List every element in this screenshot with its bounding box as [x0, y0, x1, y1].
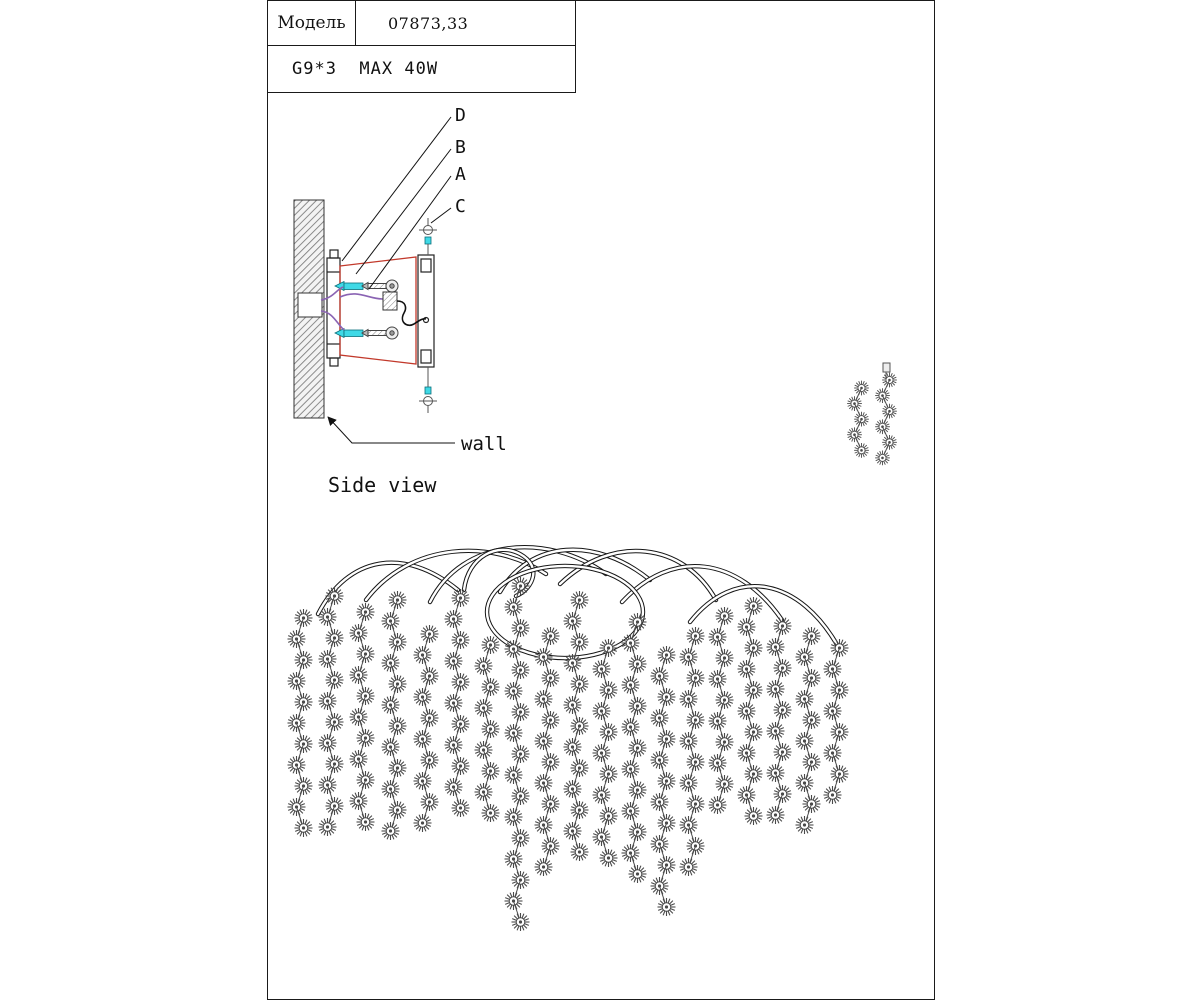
supply-wires — [320, 286, 384, 331]
terminal-block — [382, 291, 398, 311]
spec-table-row-spec: G9*3 MAX 40W — [268, 46, 575, 92]
anchor-screw-body — [343, 282, 364, 290]
leader-line-d — [341, 116, 452, 262]
leader-line-c — [430, 207, 452, 224]
spare-strand-hook — [882, 362, 891, 379]
spec-table: Модель 07873,33 G9*3 MAX 40W — [267, 0, 576, 93]
leader-line-b — [355, 148, 452, 275]
label-a: A — [455, 164, 466, 185]
lamp-canopy — [417, 254, 435, 368]
wall-anchor-screws — [334, 280, 364, 339]
leader-lines — [341, 116, 452, 290]
wire-to-terminal — [339, 293, 384, 300]
label-d: D — [455, 105, 466, 126]
screw-shaft — [367, 330, 387, 336]
screw-head-center — [389, 283, 395, 289]
crystal-strands — [286, 372, 898, 932]
bottom-fastener — [419, 367, 437, 413]
mounting-bracket — [326, 249, 341, 367]
bottom-fastener-bolt — [424, 386, 432, 395]
wall-label: wall — [461, 433, 507, 455]
top-fastener — [419, 218, 437, 255]
chandelier-front-view — [286, 372, 898, 932]
lamp-wire — [396, 300, 427, 327]
label-b: B — [455, 137, 466, 158]
top-fastener-bolt — [424, 236, 432, 245]
leader-line-a — [368, 175, 452, 290]
wire-upper — [320, 286, 344, 301]
model-label: Модель — [268, 1, 356, 45]
spec-table-row-model: Модель 07873,33 — [268, 1, 575, 46]
screw-head-center — [389, 330, 395, 336]
side-view-caption: Side view — [328, 473, 437, 497]
wall-junction-box — [297, 292, 323, 318]
chandelier-arms — [315, 545, 843, 661]
lamp-spec: G9*3 MAX 40W — [292, 59, 439, 79]
mounting-screws — [361, 279, 399, 340]
label-c: C — [455, 196, 466, 217]
anchor-screw-body — [343, 329, 364, 337]
side-view-diagram: D B A C wall Side view — [293, 105, 507, 497]
model-value: 07873,33 — [388, 13, 469, 33]
wire-lower — [320, 310, 345, 331]
wall-pointer-arrow — [327, 416, 455, 444]
